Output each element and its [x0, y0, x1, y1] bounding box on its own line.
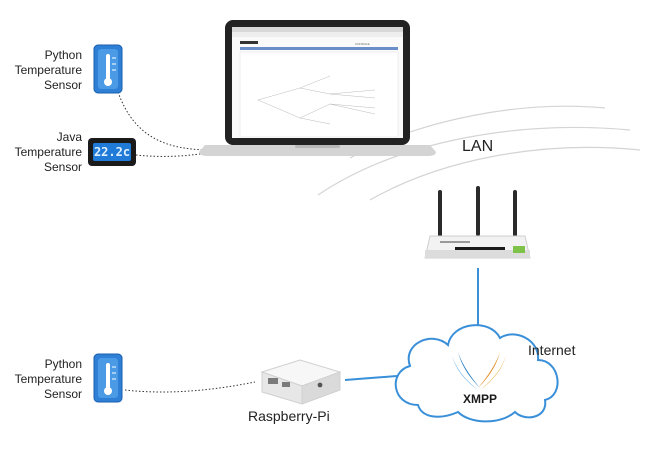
laptop-screen-brand: CONSOLE [355, 42, 370, 46]
link-java-laptop [135, 151, 213, 157]
lan-label: LAN [462, 138, 494, 155]
python-sensor-top-label: Python Temperature Sensor [2, 48, 82, 93]
python-sensor-bottom-label: Python Temperature Sensor [2, 357, 82, 402]
lcd-temperature-sensor [88, 138, 136, 166]
label-line: Temperature [14, 372, 82, 386]
raspberry-pi-label: Raspberry-Pi [248, 408, 330, 424]
raspberry-pi-device [260, 359, 342, 405]
label-line: Python [44, 357, 82, 371]
thermometer-icon [93, 44, 123, 94]
label-line: Sensor [43, 78, 82, 92]
link-pi-cloud [344, 375, 398, 381]
label-line: Sensor [43, 387, 82, 401]
router [424, 186, 531, 259]
link-python-bottom-pi [124, 381, 256, 393]
xmpp-label: XMPP [462, 392, 497, 406]
label-line: Temperature [14, 63, 82, 77]
label-line: Sensor [43, 160, 82, 174]
lan-wave-3 [369, 146, 641, 201]
internet-label: Internet [528, 342, 576, 358]
internet-cloud [394, 324, 559, 423]
lcd-reading: 22.2c [93, 145, 131, 159]
label-line: Python [44, 48, 82, 62]
lan-wave-2 [317, 126, 631, 196]
laptop [199, 20, 436, 156]
label-line: Java [56, 130, 82, 144]
label-line: Temperature [14, 145, 82, 159]
thermometer-icon [93, 353, 123, 403]
java-sensor-label: Java Temperature Sensor [2, 130, 82, 175]
link-python-top-laptop [117, 91, 213, 151]
